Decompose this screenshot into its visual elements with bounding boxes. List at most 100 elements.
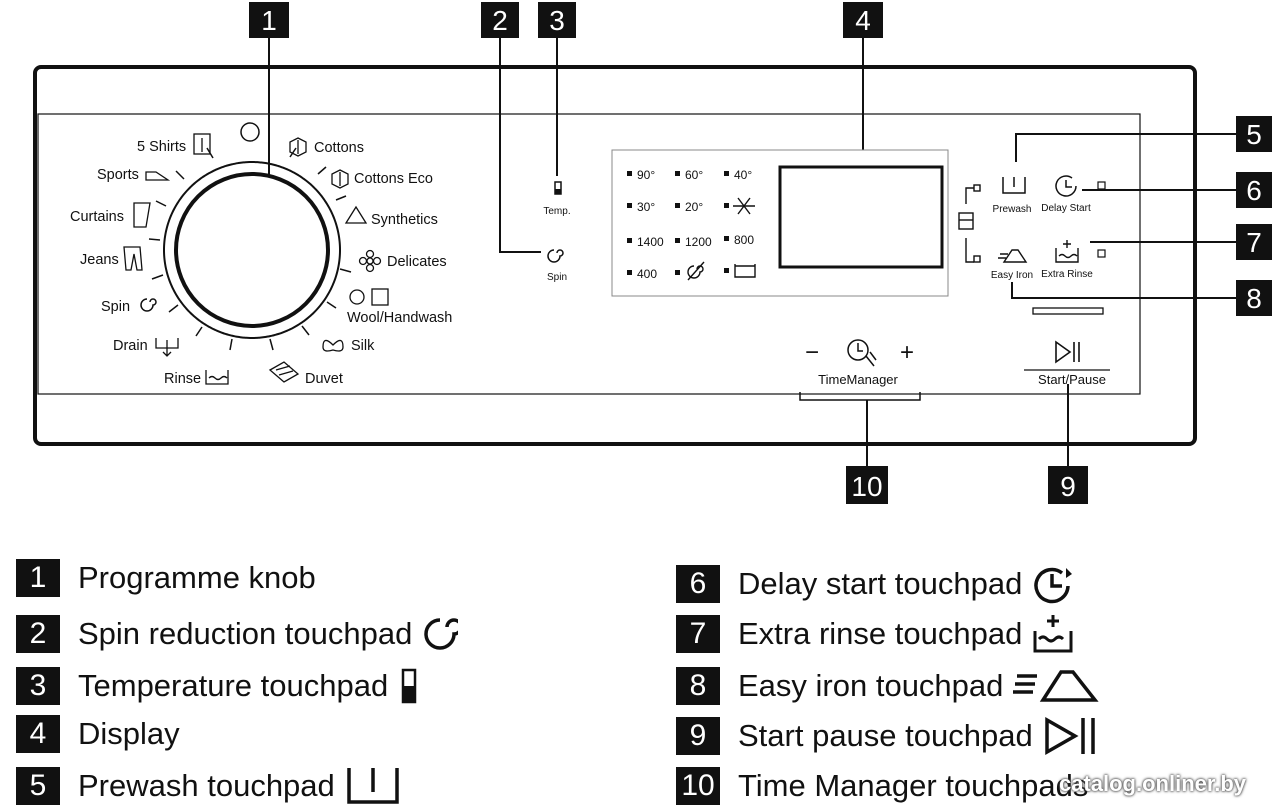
svg-text:9: 9 — [1060, 471, 1076, 502]
legend-number: 1 — [16, 559, 60, 597]
drain-icon — [155, 338, 179, 357]
svg-text:6: 6 — [1246, 175, 1262, 206]
start-pause-touchpad[interactable]: Start/Pause — [1024, 340, 1110, 387]
callout-6: 6 — [1236, 172, 1272, 208]
spin-icon — [547, 249, 564, 263]
sports-shoe-icon — [145, 171, 171, 181]
callout-10: 10 — [846, 466, 888, 504]
programme-5-shirts: 5 Shirts — [137, 139, 186, 155]
time-manager-touchpads: − + TimeManager — [799, 339, 921, 401]
svg-text:1: 1 — [261, 5, 277, 36]
programme-synthetics: Synthetics — [371, 212, 438, 228]
watermark: catalog.onliner.by — [1058, 771, 1246, 796]
legend-item-3: 3 Temperature touchpad — [16, 664, 420, 708]
easy-iron-icon — [998, 249, 1028, 263]
legend-item-5: 5 Prewash touchpad — [16, 764, 401, 808]
speed-1400-indicator: 1400 — [637, 235, 664, 249]
legend-text: Start pause touchpad — [738, 718, 1033, 753]
delay-start-touchpad[interactable]: Delay Start — [1041, 175, 1091, 214]
speed-800-indicator: 800 — [734, 233, 754, 247]
delicates-flower-icon — [358, 249, 382, 273]
callout-4: 4 — [843, 2, 883, 38]
shirt-icon — [193, 133, 211, 155]
legend-number: 9 — [676, 717, 720, 755]
programme-curtains: Curtains — [70, 209, 124, 225]
door-lock-indicator — [958, 184, 981, 263]
programme-duvet: Duvet — [305, 371, 343, 387]
legend-number: 8 — [676, 667, 720, 705]
easy-iron-icon — [1013, 670, 1100, 702]
programme-drain: Drain — [113, 338, 148, 354]
easy-iron-label: Easy Iron — [991, 270, 1033, 281]
callout-9: 9 — [1048, 466, 1088, 504]
legend-number: 5 — [16, 767, 60, 805]
legend-text: Spin reduction touchpad — [78, 616, 413, 651]
spin-icon — [140, 298, 157, 312]
legend-item-7: 7 Extra rinse touchpad — [676, 612, 1074, 656]
extra-rinse-led — [1097, 249, 1106, 258]
programme-silk: Silk — [351, 338, 375, 354]
start-pause-label: Start/Pause — [1038, 372, 1106, 387]
prewash-label: Prewash — [993, 204, 1032, 215]
easy-iron-touchpad[interactable]: Easy Iron — [991, 249, 1033, 281]
thermometer-icon — [401, 668, 417, 704]
rinse-hold-icon — [734, 264, 756, 278]
legend-item-10: 10 Time Manager touchpads — [676, 764, 1088, 808]
programme-spin: Spin — [101, 299, 130, 315]
time-manager-icon — [847, 339, 877, 367]
legend-text: Extra rinse touchpad — [738, 616, 1023, 651]
callout-3: 3 — [538, 2, 576, 38]
prewash-icon — [1002, 177, 1026, 194]
svg-text:7: 7 — [1246, 227, 1262, 258]
delay-start-icon — [1034, 567, 1073, 604]
speed-1200-indicator: 1200 — [685, 235, 712, 249]
legend-item-4: 4 Display — [16, 712, 180, 756]
legend-text: Easy iron touchpad — [738, 668, 1004, 703]
time-plus-button[interactable]: + — [900, 339, 914, 366]
programme-cottons: Cottons — [314, 140, 364, 156]
extra-rinse-touchpad[interactable]: Extra Rinse — [1041, 240, 1093, 280]
panel-inner-frame — [37, 113, 1141, 395]
spin-touchpad[interactable]: Spin — [547, 249, 567, 283]
extra-rinse-icon — [1055, 240, 1079, 263]
cold-wash-icon — [733, 197, 755, 215]
control-panel-diagram: 1 2 3 4 5 6 7 8 9 10 — [33, 2, 1272, 504]
no-spin-icon — [687, 261, 705, 281]
silk-butterfly-icon — [322, 339, 344, 352]
knob-off-position-indicator — [240, 122, 260, 142]
legend-number: 7 — [676, 615, 720, 653]
legend-number: 3 — [16, 667, 60, 705]
legend-item-1: 1 Programme knob — [16, 556, 316, 600]
callout-7: 7 — [1236, 224, 1272, 260]
svg-text:4: 4 — [855, 5, 871, 36]
extra-rinse-icon — [1033, 615, 1073, 653]
cottons-icon — [289, 137, 307, 157]
start-pause-icon — [1044, 716, 1095, 756]
programme-jeans: Jeans — [80, 252, 119, 268]
legend-text: Programme knob — [78, 560, 316, 595]
panel-outer-frame — [33, 65, 1197, 446]
svg-text:5: 5 — [1246, 119, 1262, 150]
prewash-touchpad[interactable]: Prewash — [993, 177, 1032, 215]
legend-text: Temperature touchpad — [78, 668, 389, 703]
legend-text: Delay start touchpad — [738, 566, 1023, 601]
svg-text:8: 8 — [1246, 283, 1262, 314]
legend-item-8: 8 Easy iron touchpad — [676, 664, 1101, 708]
programme-knob[interactable] — [163, 161, 341, 339]
curtain-icon — [133, 202, 151, 228]
temperature-touchpad[interactable]: Temp. — [543, 181, 571, 217]
delay-start-label: Delay Start — [1041, 203, 1091, 214]
svg-text:10: 10 — [851, 471, 882, 502]
legend-text: Prewash touchpad — [78, 768, 335, 803]
prewash-icon — [347, 768, 399, 804]
legend-text: Display — [78, 716, 180, 751]
legend-number: 10 — [676, 767, 720, 805]
programme-delicates: Delicates — [387, 254, 447, 270]
time-minus-button[interactable]: − — [805, 339, 819, 366]
legend-item-6: 6 Delay start touchpad — [676, 562, 1076, 606]
callout-8: 8 — [1236, 280, 1272, 316]
spin-label: Spin — [547, 272, 567, 283]
legend-item-9: 9 Start pause touchpad — [676, 714, 1099, 758]
rinse-icon — [205, 370, 229, 385]
temp-30-indicator: 30° — [637, 200, 655, 214]
